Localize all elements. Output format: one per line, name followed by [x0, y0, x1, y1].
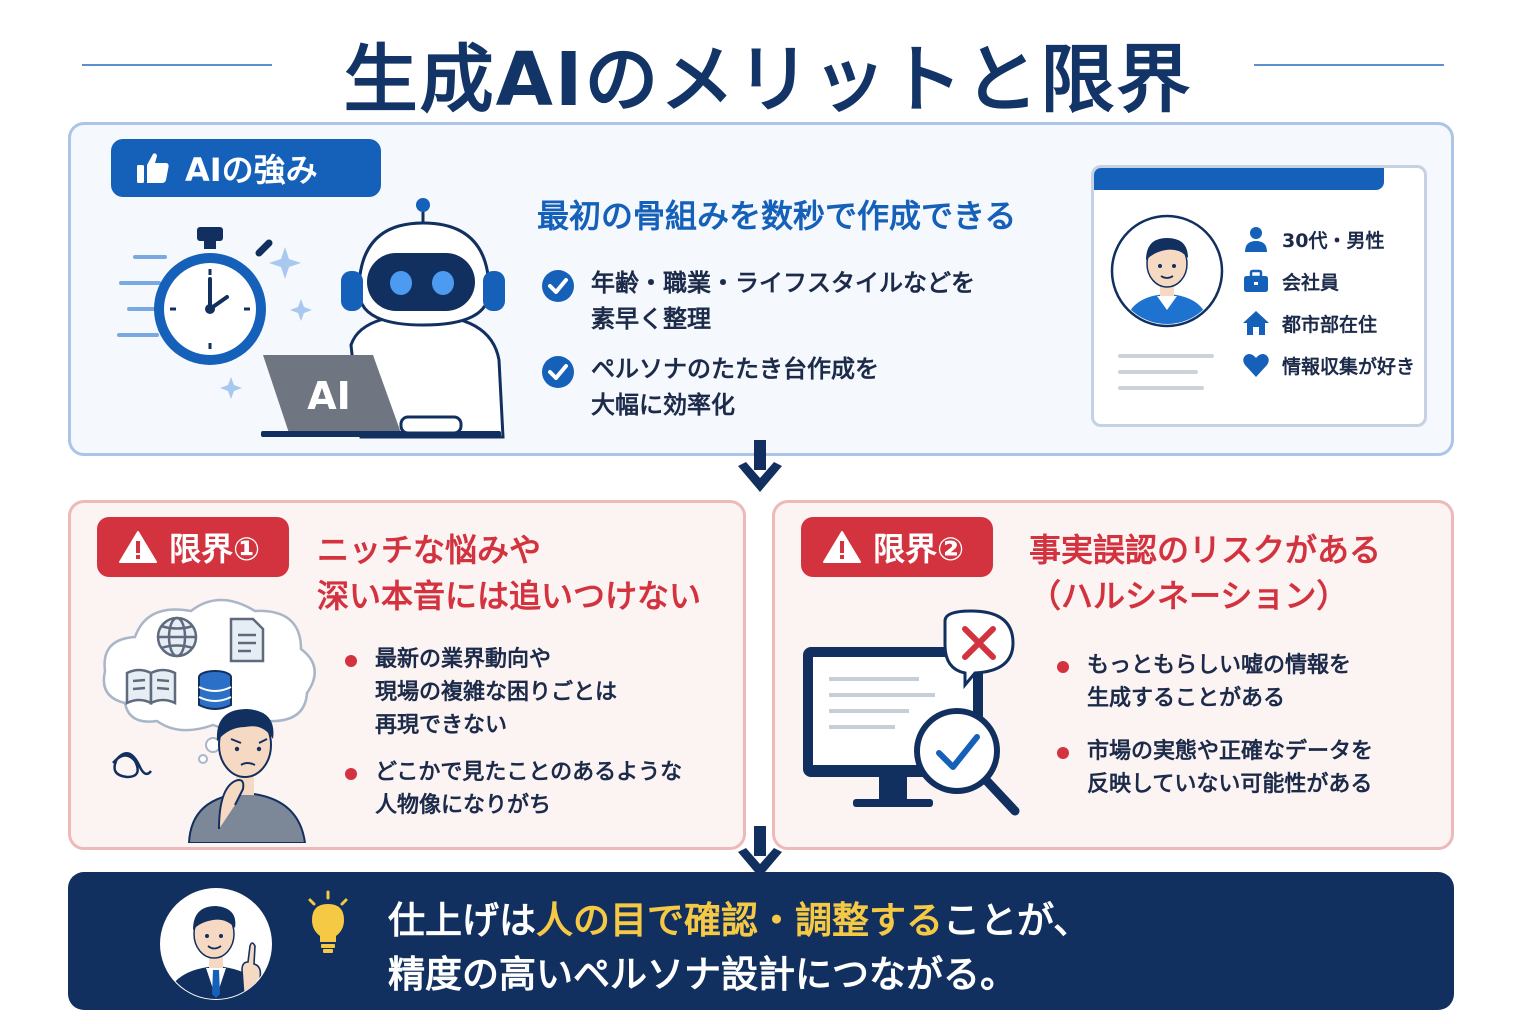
check-circle-icon [542, 270, 574, 302]
strength-badge-label: AIの強み [185, 151, 318, 189]
conclusion-line-1: 仕上げは人の目で確認・調整することが、 [388, 894, 1090, 948]
error-bubble-icon [943, 609, 1015, 690]
persona-profile-card: 30代・男性 会社員 都市部在住 情報収集が好き [1091, 165, 1427, 427]
bullet-text: どこかで見たことのあるような 人物像になりがち [375, 760, 683, 818]
conclusion-highlight: 人の目で確認・調整する [536, 899, 943, 942]
check-item-text: 年齢・職業・ライフスタイルなどを 素早く整理 [591, 269, 975, 333]
title-area: 生成AIのメリットと限界 [0, 14, 1536, 123]
profile-attr-interest: 情報収集が好き [1242, 344, 1415, 386]
check-item-text: ペルソナのたたき台作成を 大幅に効率化 [591, 355, 879, 419]
bullet-item: 市場の実態や正確なデータを 反映していない可能性がある [1057, 735, 1447, 801]
limit1-heading: ニッチな悩みや 深い本音には追いつけない [317, 531, 702, 615]
sparkle-icons [220, 247, 312, 399]
profile-text-lines [1118, 354, 1218, 402]
limit2-badge-label: 限界② [873, 530, 965, 568]
warning-icon [119, 531, 157, 563]
check-circle-icon [542, 356, 574, 388]
limit1-badge: 限界① [97, 517, 289, 577]
laptop-icon: AI [261, 355, 501, 437]
profile-attr-text: 都市部在住 [1282, 313, 1378, 336]
robot-icon [341, 198, 505, 439]
page-title: 生成AIのメリットと限界 [343, 37, 1193, 123]
conclusion-line-2: 精度の高いペルソナ設計につながる。 [388, 953, 1017, 996]
limit2-badge: 限界② [801, 517, 993, 577]
check-item: 年齢・職業・ライフスタイルなどを 素早く整理 [541, 265, 1061, 337]
database-icon [198, 670, 232, 710]
conclusion-banner: 仕上げは人の目で確認・調整することが、 精度の高いペルソナ設計につながる。 [68, 872, 1454, 1010]
bullet-dot [345, 655, 357, 667]
bullet-text: 最新の業界動向や 現場の複雑な困りごとは 再現できない [375, 647, 618, 738]
conclusion-text-a: 仕上げは [388, 899, 536, 942]
strength-panel: AIの強み [68, 122, 1454, 456]
bullet-item: もっともらしい嘘の情報を 生成することがある [1057, 649, 1447, 715]
document-icon [229, 617, 265, 663]
bullet-text: 市場の実態や正確なデータを 反映していない可能性がある [1087, 739, 1374, 797]
strength-check-list: 年齢・職業・ライフスタイルなどを 素早く整理 ペルソナのたたき台作成を 大幅に効… [541, 265, 1061, 437]
limit2-heading: 事実誤認のリスクがある （ハルシネーション） [1029, 531, 1382, 615]
thought-cloud [102, 598, 316, 732]
conclusion-text-b: ことが、 [943, 899, 1091, 942]
down-arrow-icon [738, 440, 782, 492]
bullet-text: もっともらしい嘘の情報を 生成することがある [1087, 653, 1352, 711]
profile-attr-age-gender: 30代・男性 [1242, 218, 1415, 260]
limit2-bullet-list: もっともらしい嘘の情報を 生成することがある 市場の実態や正確なデータを 反映し… [1057, 649, 1447, 815]
bullet-item: どこかで見たことのあるような 人物像になりがち [345, 756, 735, 822]
down-arrow-icon [738, 826, 782, 878]
limit-panel-2: 限界② 事実誤認のリスクがある （ハルシネーション） もっともらしい嘘の情報を … [772, 500, 1454, 850]
book-icon [125, 668, 177, 706]
title-rule-left [82, 64, 272, 66]
worried-person-icon [187, 709, 307, 843]
profile-attributes: 30代・男性 会社員 都市部在住 情報収集が好き [1242, 218, 1415, 386]
pointing-businessman-icon [160, 888, 272, 1000]
profile-attr-text: 30代・男性 [1282, 229, 1385, 252]
avatar [1110, 214, 1224, 328]
globe-icon [156, 616, 198, 658]
thumbs-up-icon [137, 153, 169, 183]
bullet-dot [1057, 661, 1069, 673]
person-icon [1245, 227, 1267, 252]
bullet-item: 最新の業界動向や 現場の複雑な困りごとは 再現できない [345, 643, 735, 742]
stopwatch-icon [154, 227, 273, 365]
conclusion-text: 仕上げは人の目で確認・調整することが、 精度の高いペルソナ設計につながる。 [388, 894, 1090, 1002]
warning-icon [823, 531, 861, 563]
home-icon [1243, 311, 1269, 335]
limit1-badge-label: 限界① [169, 530, 261, 568]
heart-icon [1243, 354, 1269, 377]
laptop-ai-label: AI [307, 374, 351, 418]
confusion-scribble-icon [112, 752, 152, 779]
strength-badge: AIの強み [111, 139, 381, 197]
briefcase-icon [1244, 269, 1268, 292]
check-item: ペルソナのたたき台作成を 大幅に効率化 [541, 351, 1061, 423]
bullet-dot [345, 768, 357, 780]
thinking-person-illustration [102, 598, 316, 843]
limit-panel-1: 限界① ニッチな悩みや 深い本音には追いつけない [68, 500, 746, 850]
lightbulb-icon [308, 890, 348, 953]
magnifier-check-icon [914, 708, 1020, 816]
robot-illustration: AI [117, 198, 505, 439]
profile-attr-text: 情報収集が好き [1282, 355, 1416, 378]
title-rule-right [1254, 64, 1444, 66]
profile-attr-residence: 都市部在住 [1242, 302, 1415, 344]
strength-heading: 最初の骨組みを数秒で作成できる [537, 197, 1017, 235]
profile-header-bar [1094, 168, 1384, 190]
profile-attr-text: 会社員 [1282, 271, 1340, 294]
limit1-bullet-list: 最新の業界動向や 現場の複雑な困りごとは 再現できない どこかで見たことのあるよ… [345, 643, 735, 836]
profile-attr-occupation: 会社員 [1242, 260, 1415, 302]
bullet-dot [1057, 747, 1069, 759]
monitor-illustration [803, 609, 1020, 816]
